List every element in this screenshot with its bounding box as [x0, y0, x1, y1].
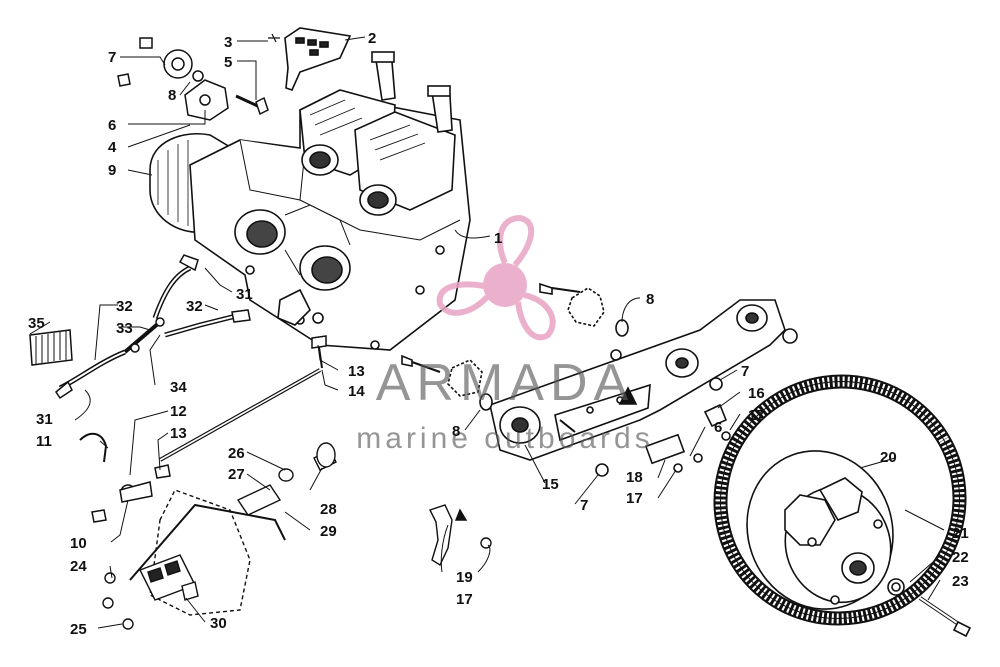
propeller-icon: [436, 214, 556, 341]
callout-9: 9: [108, 162, 116, 179]
callout-31b: 31: [36, 411, 53, 428]
callout-27: 27: [228, 466, 245, 483]
logo-subtitle: marine outboards: [356, 422, 653, 455]
callout-32b: 32: [186, 298, 203, 315]
callout-11: 11: [36, 433, 52, 450]
callout-7b: 7: [741, 363, 749, 380]
engine-block: [149, 51, 471, 351]
callout-7a: 7: [108, 49, 116, 66]
callout-29: 29: [320, 523, 337, 540]
callout-33: 33: [116, 320, 133, 337]
callout-12: 12: [170, 403, 187, 420]
callout-26: 26: [228, 445, 245, 462]
callout-15: 15: [542, 476, 559, 493]
callout-17c: 17: [456, 591, 473, 608]
callout-35: 35: [28, 315, 45, 332]
callout-24: 24: [70, 558, 87, 575]
callout-3: 3: [224, 34, 232, 51]
callout-30: 30: [210, 615, 227, 632]
callout-17b: 17: [626, 490, 643, 507]
rewind-handle: [268, 27, 352, 91]
throttle-linkage: [79, 335, 327, 523]
callout-6a: 6: [108, 117, 116, 134]
small-bracket: [429, 504, 492, 567]
armada-logo: ARMADA marine outboards: [356, 214, 653, 455]
fuel-line-assembly: [29, 254, 251, 400]
callout-4: 4: [108, 139, 117, 156]
callout-22: 22: [952, 549, 969, 566]
callout-5: 5: [224, 54, 232, 71]
callout-17a: 17: [748, 407, 765, 424]
callout-23: 23: [952, 573, 969, 590]
callout-1: 1: [494, 230, 502, 247]
leader-lines: [29, 36, 945, 629]
callout-8c: 8: [452, 423, 460, 440]
callout-34: 34: [170, 379, 187, 396]
callout-13b: 13: [348, 363, 365, 380]
callout-2: 2: [368, 30, 376, 47]
callout-13a: 13: [170, 425, 187, 442]
callout-31a: 31: [236, 286, 253, 303]
engine-mount-plate: [102, 442, 337, 630]
upper-mount-bracket: [117, 37, 269, 121]
callout-18: 18: [626, 469, 643, 486]
callout-10: 10: [70, 535, 87, 552]
callout-8a: 8: [168, 87, 176, 104]
callout-16: 16: [748, 385, 765, 402]
logo-title: ARMADA: [376, 354, 634, 412]
callout-7c: 7: [580, 497, 588, 514]
callout-8b: 8: [646, 291, 654, 308]
callout-labels: 1 2 3 4 5 6 6 7 7 7 8 8 8 9 10 11 12 13 …: [28, 30, 969, 638]
callout-14: 14: [348, 383, 365, 400]
callout-21: 21: [952, 525, 969, 542]
drive-bracket: [401, 282, 798, 477]
callout-25: 25: [70, 621, 87, 638]
callout-28: 28: [320, 501, 337, 518]
drive-clutch: [713, 374, 972, 638]
callout-20: 20: [880, 449, 897, 466]
callout-32a: 32: [116, 298, 133, 315]
callout-19: 19: [456, 569, 473, 586]
callout-6b: 6: [714, 419, 722, 436]
